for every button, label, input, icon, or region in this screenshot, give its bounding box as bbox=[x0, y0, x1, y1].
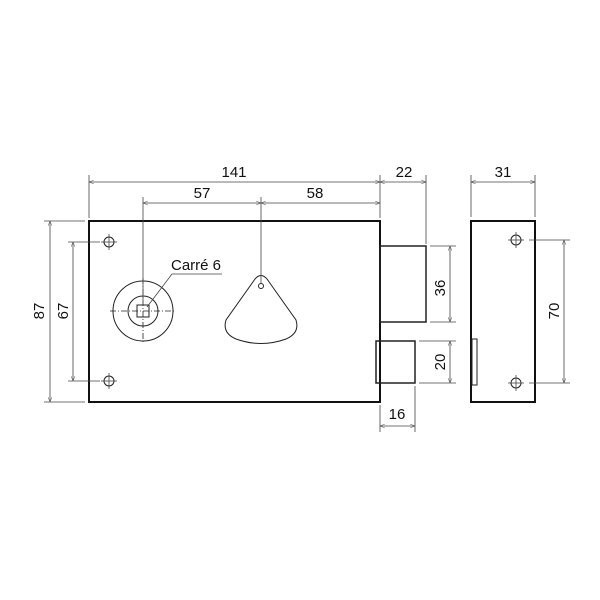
dim-67: 67 bbox=[55, 303, 72, 320]
dim-36: 36 bbox=[432, 280, 449, 297]
keeper-hole-top bbox=[508, 232, 524, 248]
dim-141: 141 bbox=[221, 164, 246, 181]
dim-57: 57 bbox=[194, 185, 211, 202]
dim-22: 22 bbox=[396, 164, 413, 181]
dim-87: 87 bbox=[31, 303, 48, 320]
keeper-hole-bottom bbox=[508, 375, 524, 391]
keeper-slot bbox=[471, 338, 478, 386]
dim-31: 31 bbox=[495, 164, 512, 181]
dim-20: 20 bbox=[432, 354, 449, 371]
deadbolt bbox=[379, 245, 427, 323]
dim-16: 16 bbox=[389, 406, 406, 423]
follower-leader bbox=[146, 273, 222, 308]
keeper bbox=[470, 220, 536, 403]
fixing-hole-top bbox=[101, 234, 117, 250]
key-pin-icon bbox=[258, 283, 264, 289]
latch-bolt bbox=[375, 340, 416, 384]
lock-case bbox=[88, 220, 381, 403]
keyhole bbox=[224, 275, 298, 344]
follower-label: Carré 6 bbox=[171, 257, 221, 274]
fixing-hole-bottom bbox=[101, 373, 117, 389]
dim-58: 58 bbox=[307, 185, 324, 202]
dim-70: 70 bbox=[546, 303, 563, 320]
